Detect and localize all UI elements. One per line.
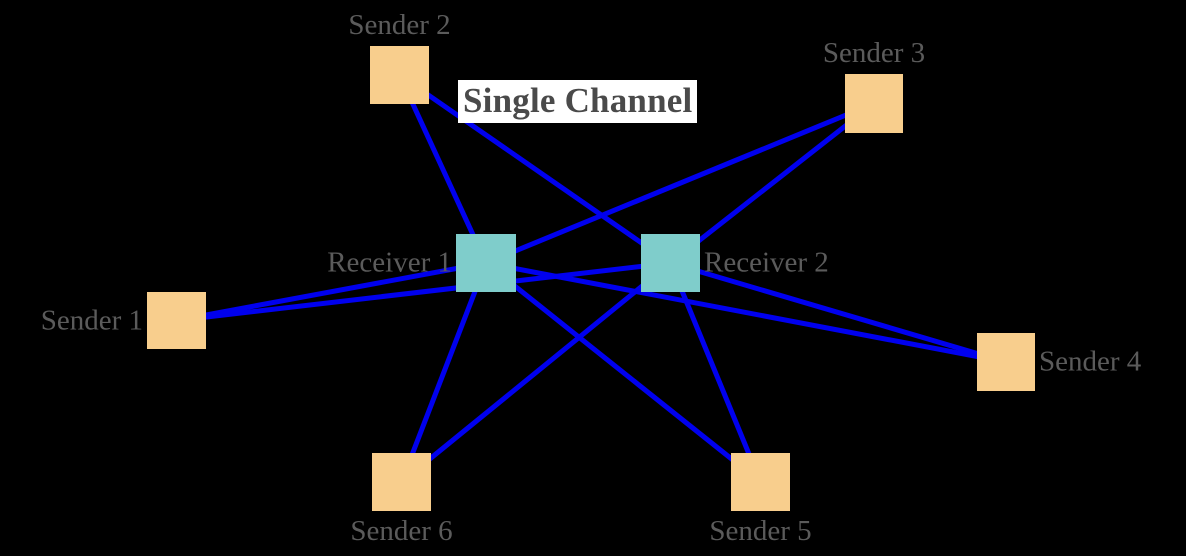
node-label-sender5: Sender 5 bbox=[709, 515, 812, 547]
node-receiver2[interactable] bbox=[641, 234, 700, 292]
node-sender2[interactable] bbox=[370, 46, 429, 104]
node-sender4[interactable] bbox=[977, 333, 1035, 391]
node-label-sender2: Sender 2 bbox=[348, 9, 451, 41]
node-label-receiver2: Receiver 2 bbox=[704, 246, 829, 279]
edge-sender6-receiver2 bbox=[399, 261, 673, 484]
edge-sender3-receiver2 bbox=[668, 101, 876, 265]
edge-sender4-receiver1 bbox=[485, 260, 1007, 365]
edge-sender2-receiver2 bbox=[398, 72, 672, 266]
edge-sender4-receiver2 bbox=[669, 260, 1007, 365]
node-sender1[interactable] bbox=[147, 292, 206, 349]
node-label-sender1: Sender 1 bbox=[40, 304, 143, 336]
node-sender3[interactable] bbox=[845, 74, 903, 133]
graph-title: Single Channel bbox=[458, 80, 698, 123]
edge-sender5-receiver1 bbox=[484, 261, 763, 484]
node-label-sender6: Sender 6 bbox=[350, 515, 453, 547]
node-sender6[interactable] bbox=[372, 453, 431, 511]
edge-sender3-receiver1 bbox=[485, 101, 875, 266]
edge-sender2-receiver1 bbox=[397, 73, 489, 265]
edge-sender5-receiver2 bbox=[668, 262, 763, 483]
node-receiver1[interactable] bbox=[456, 234, 516, 292]
node-label-sender4: Sender 4 bbox=[1039, 345, 1142, 378]
edge-sender1-receiver2 bbox=[176, 260, 671, 323]
node-label-sender3: Sender 3 bbox=[822, 37, 926, 69]
node-label-receiver1: Receiver 1 bbox=[327, 246, 452, 279]
edge-sender1-receiver1 bbox=[176, 260, 487, 323]
edge-sender6-receiver1 bbox=[399, 262, 489, 483]
node-sender5[interactable] bbox=[731, 453, 790, 511]
